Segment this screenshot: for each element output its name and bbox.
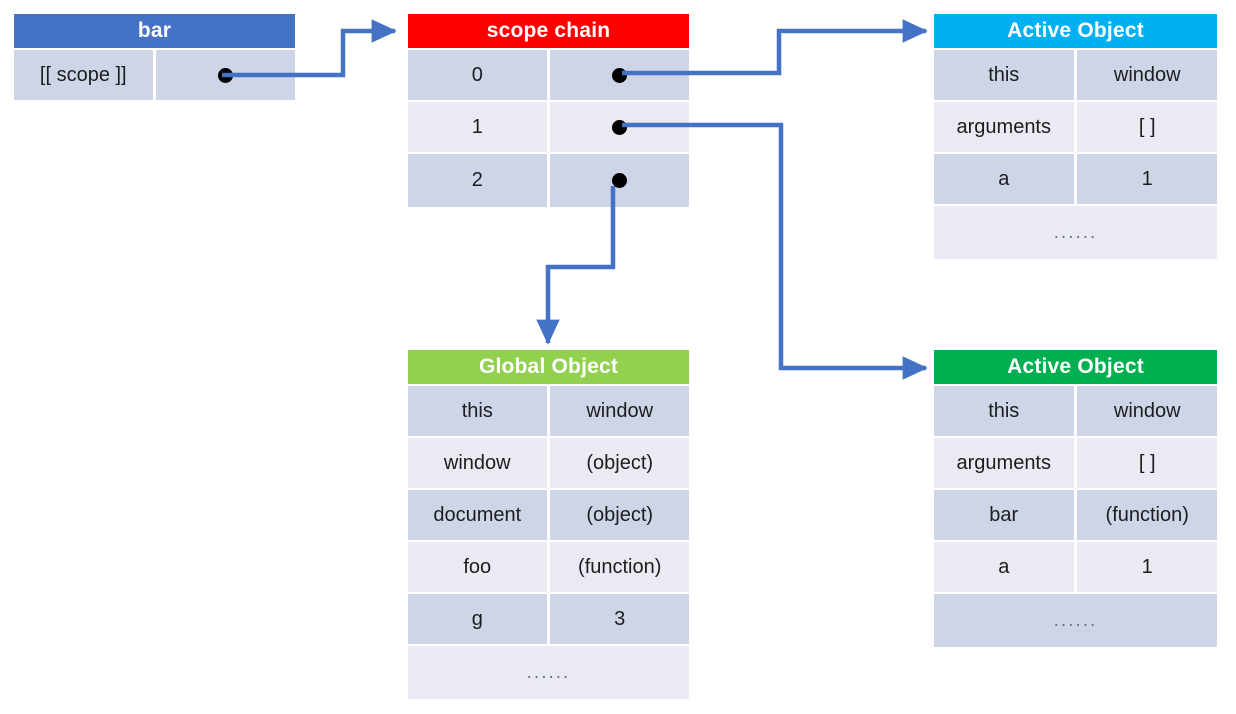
active-object-top-key-2: a	[934, 154, 1074, 204]
scope-chain-box: scope chain 0 1 2	[408, 14, 689, 207]
global-object-key-4: g	[408, 594, 547, 644]
table-row: arguments [ ]	[934, 102, 1217, 152]
table-row: 2	[408, 154, 689, 207]
table-row: foo (function)	[408, 542, 689, 592]
active-object-top-value-2: 1	[1077, 154, 1217, 204]
table-row: 0	[408, 50, 689, 100]
scope-chain-index-1: 1	[408, 102, 547, 152]
global-object-value-0: window	[550, 386, 689, 436]
active-object-top-key-0: this	[934, 50, 1074, 100]
table-row: a 1	[934, 154, 1217, 204]
active-object-top-title: Active Object	[934, 14, 1217, 48]
global-object-value-4: 3	[550, 594, 689, 644]
active-object-bottom-value-3: 1	[1077, 542, 1217, 592]
global-object-key-1: window	[408, 438, 547, 488]
table-row: document (object)	[408, 490, 689, 540]
table-row: 1	[408, 102, 689, 152]
active-object-top-key-1: arguments	[934, 102, 1074, 152]
active-object-bottom-box: Active Object this window arguments [ ] …	[934, 350, 1217, 647]
global-object-box: Global Object this window window (object…	[408, 350, 689, 699]
table-row: arguments [ ]	[934, 438, 1217, 488]
table-row: this window	[408, 386, 689, 436]
global-object-key-2: document	[408, 490, 547, 540]
bar-box-title: bar	[14, 14, 295, 48]
pointer-dot-icon	[218, 67, 234, 83]
active-object-top-value-0: window	[1077, 50, 1217, 100]
scope-chain-pointer-cell-1	[550, 102, 689, 152]
table-row: window (object)	[408, 438, 689, 488]
active-object-bottom-ellipsis: ......	[934, 594, 1217, 647]
connector-scope2-to-global-object	[536, 186, 616, 345]
bar-box: bar [[ scope ]]	[14, 14, 295, 100]
bar-scope-key: [[ scope ]]	[14, 50, 153, 100]
active-object-bottom-key-1: arguments	[934, 438, 1074, 488]
global-object-value-1: (object)	[550, 438, 689, 488]
table-row: ......	[934, 594, 1217, 647]
active-object-bottom-value-2: (function)	[1077, 490, 1217, 540]
active-object-top-ellipsis: ......	[934, 206, 1217, 259]
active-object-bottom-key-3: a	[934, 542, 1074, 592]
scope-chain-index-0: 0	[408, 50, 547, 100]
pointer-dot-icon	[612, 67, 628, 83]
active-object-top-value-1: [ ]	[1077, 102, 1217, 152]
global-object-key-0: this	[408, 386, 547, 436]
global-object-ellipsis: ......	[408, 646, 689, 699]
table-row: g 3	[408, 594, 689, 644]
scope-chain-pointer-cell-2	[550, 154, 689, 207]
table-row: a 1	[934, 542, 1217, 592]
bar-scope-pointer-cell	[156, 50, 295, 100]
global-object-value-2: (object)	[550, 490, 689, 540]
table-row: ......	[408, 646, 689, 699]
active-object-bottom-value-0: window	[1077, 386, 1217, 436]
pointer-dot-icon	[612, 173, 628, 188]
table-row: [[ scope ]]	[14, 50, 295, 100]
active-object-bottom-title: Active Object	[934, 350, 1217, 384]
table-row: this window	[934, 386, 1217, 436]
scope-chain-title: scope chain	[408, 14, 689, 48]
global-object-value-3: (function)	[550, 542, 689, 592]
scope-chain-pointer-cell-0	[550, 50, 689, 100]
active-object-bottom-key-0: this	[934, 386, 1074, 436]
table-row: this window	[934, 50, 1217, 100]
pointer-dot-icon	[612, 119, 628, 135]
table-row: ......	[934, 206, 1217, 259]
scope-chain-index-2: 2	[408, 154, 547, 207]
global-object-key-3: foo	[408, 542, 547, 592]
active-object-bottom-value-1: [ ]	[1077, 438, 1217, 488]
table-row: bar (function)	[934, 490, 1217, 540]
active-object-bottom-key-2: bar	[934, 490, 1074, 540]
active-object-top-box: Active Object this window arguments [ ] …	[934, 14, 1217, 259]
global-object-title: Global Object	[408, 350, 689, 384]
